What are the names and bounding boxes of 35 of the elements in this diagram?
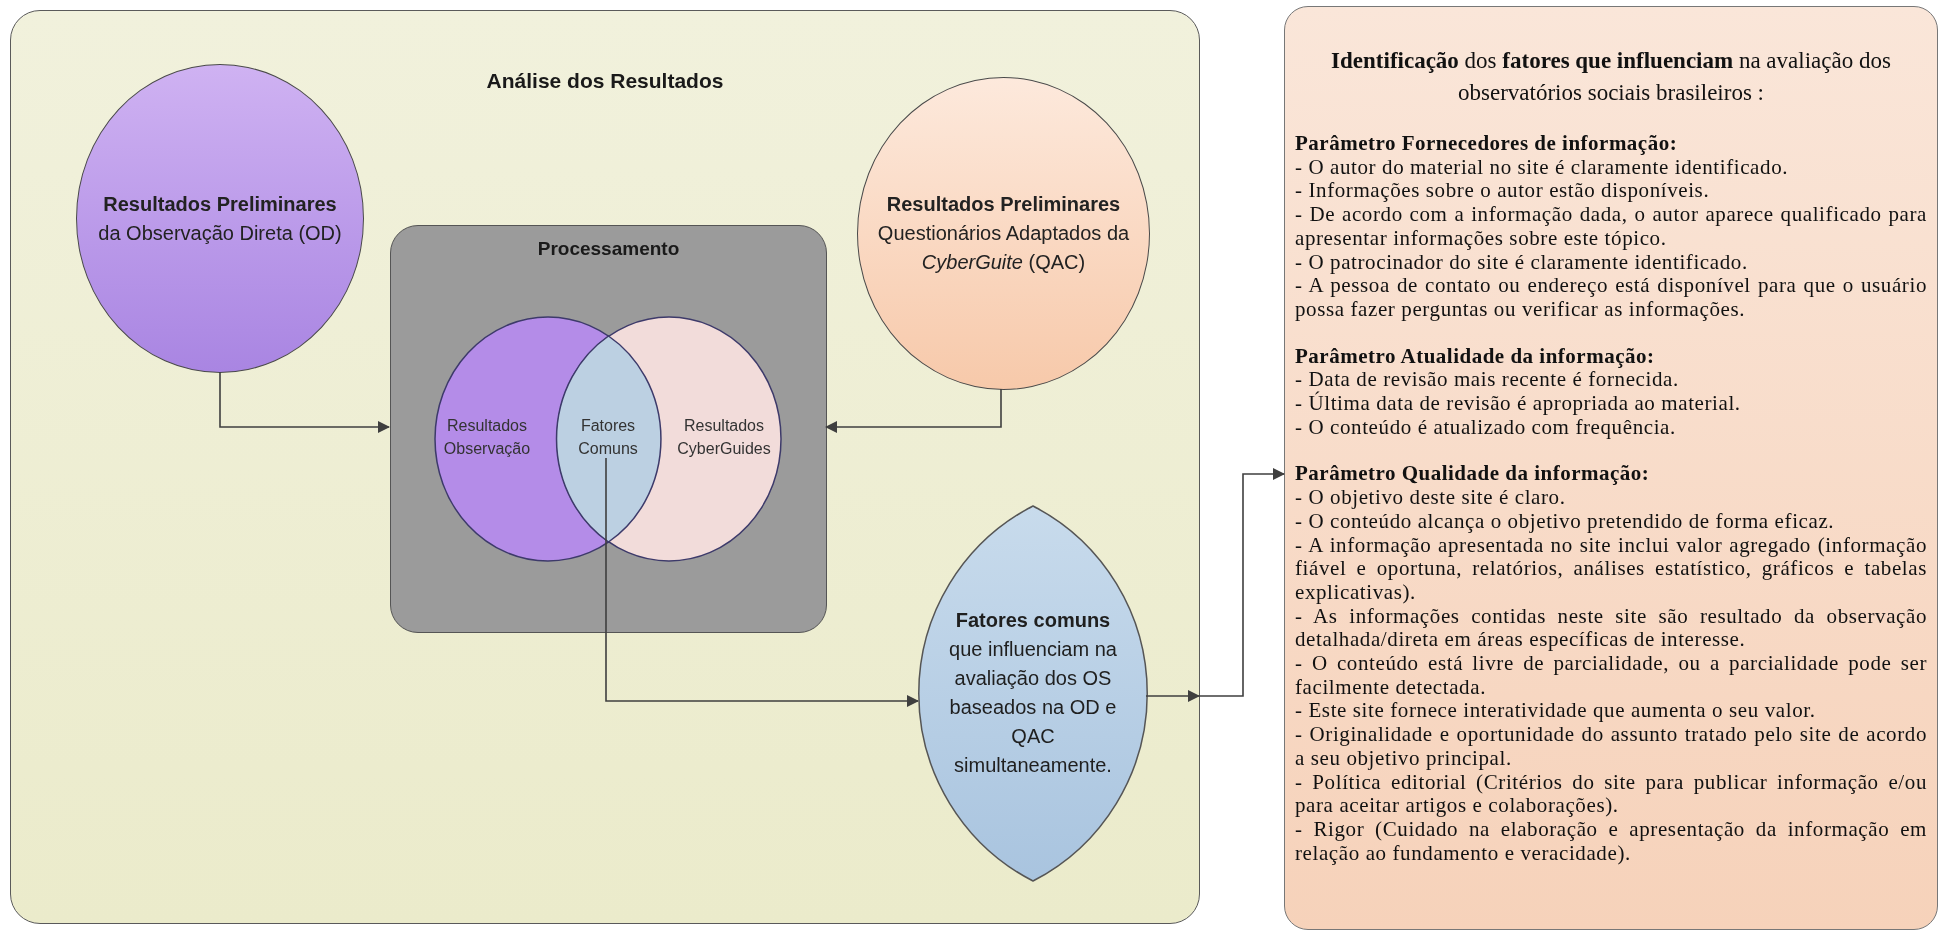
circle-heading: Resultados Preliminares: [103, 191, 337, 217]
list-item: - Data de revisão mais recente é fornecida.: [1295, 368, 1680, 392]
panel-title: Identificação dos fatores que influenciam na avaliação dos observatórios sociais brasileiros :: [1330, 47, 1892, 107]
list-item: - O patrocinador do site é claramente identificado.: [1295, 250, 1749, 275]
panel-title: Análise dos Resultados: [485, 69, 725, 93]
text-panel: [1284, 6, 1938, 930]
section-heading: Parâmetro Qualidade da informação:: [1295, 462, 1651, 487]
list-item: - A informação apresentada no site inclui valor agregado (informação fiável e oportuna, relatórios, análises estatístico, gráficos e tabelas explicativas).: [1295, 533, 1927, 605]
box-title: Processamento: [536, 238, 681, 260]
circle-text: Questionários Adaptados da CyberGuite (QAC): [876, 221, 1131, 275]
list-item: - O autor do material no site é claramente identificado.: [1295, 155, 1790, 180]
list-item: - O conteúdo é atualizado com frequência.: [1295, 415, 1677, 440]
list-item: - O conteúdo alcança o objetivo pretendido de forma eficaz.: [1295, 509, 1836, 534]
section-heading: Parâmetro Atualidade da informação:: [1295, 344, 1656, 369]
circle-text: da Observação Direta (OD): [98, 220, 342, 246]
section-heading: Parâmetro Fornecedores de informação:: [1295, 132, 1679, 156]
list-item: - O objetivo deste site é claro.: [1295, 486, 1567, 510]
circle-heading: Resultados Preliminares: [886, 192, 1121, 217]
venn-label: Fatores Comuns: [568, 414, 648, 460]
venn-label: Resultados Observação: [437, 414, 537, 460]
list-item: - De acordo com a informação dada, o autor aparece qualificado para apresentar informações sobre este tópico.: [1295, 203, 1927, 251]
lens-heading: Fatores comuns: [954, 608, 1112, 633]
list-item: - Originalidade e oportunidade do assunto tratado pelo site de acordo a seu objetivo principal.: [1295, 723, 1927, 771]
list-item: - Rigor (Cuidado na elaboração e apresentação da informação em relação ao fundamento e veracidade).: [1295, 818, 1927, 866]
process-box: [390, 225, 827, 633]
list-item: - O conteúdo está livre de parcialidade, ou a parcialidade pode ser facilmente detectada.: [1295, 652, 1927, 700]
rounded-panel: [10, 10, 1200, 924]
lens-text: que influenciam na avaliação dos OS baseados na OD e QAC simultaneamente.: [948, 637, 1118, 778]
venn-label: Resultados CyberGuides: [674, 414, 774, 460]
list-item: - Informações sobre o autor estão disponíveis.: [1295, 179, 1711, 204]
list-item: - As informações contidas neste site são resultado da observação detalhada/direta em áreas específicas de interesse.: [1295, 604, 1927, 653]
list-item: - Este site fornece interatividade que aumenta o seu valor.: [1295, 699, 1817, 724]
list-item: - Política editorial (Critérios do site para publicar informação e/ou para aceitar artigos e colaborações).: [1295, 770, 1927, 818]
list-item: - A pessoa de contato ou endereço está disponível para que o usuário possa fazer perguntas ou verificar as informações.: [1295, 274, 1927, 322]
list-item: - Última data de revisão é apropriada ao material.: [1295, 392, 1742, 416]
